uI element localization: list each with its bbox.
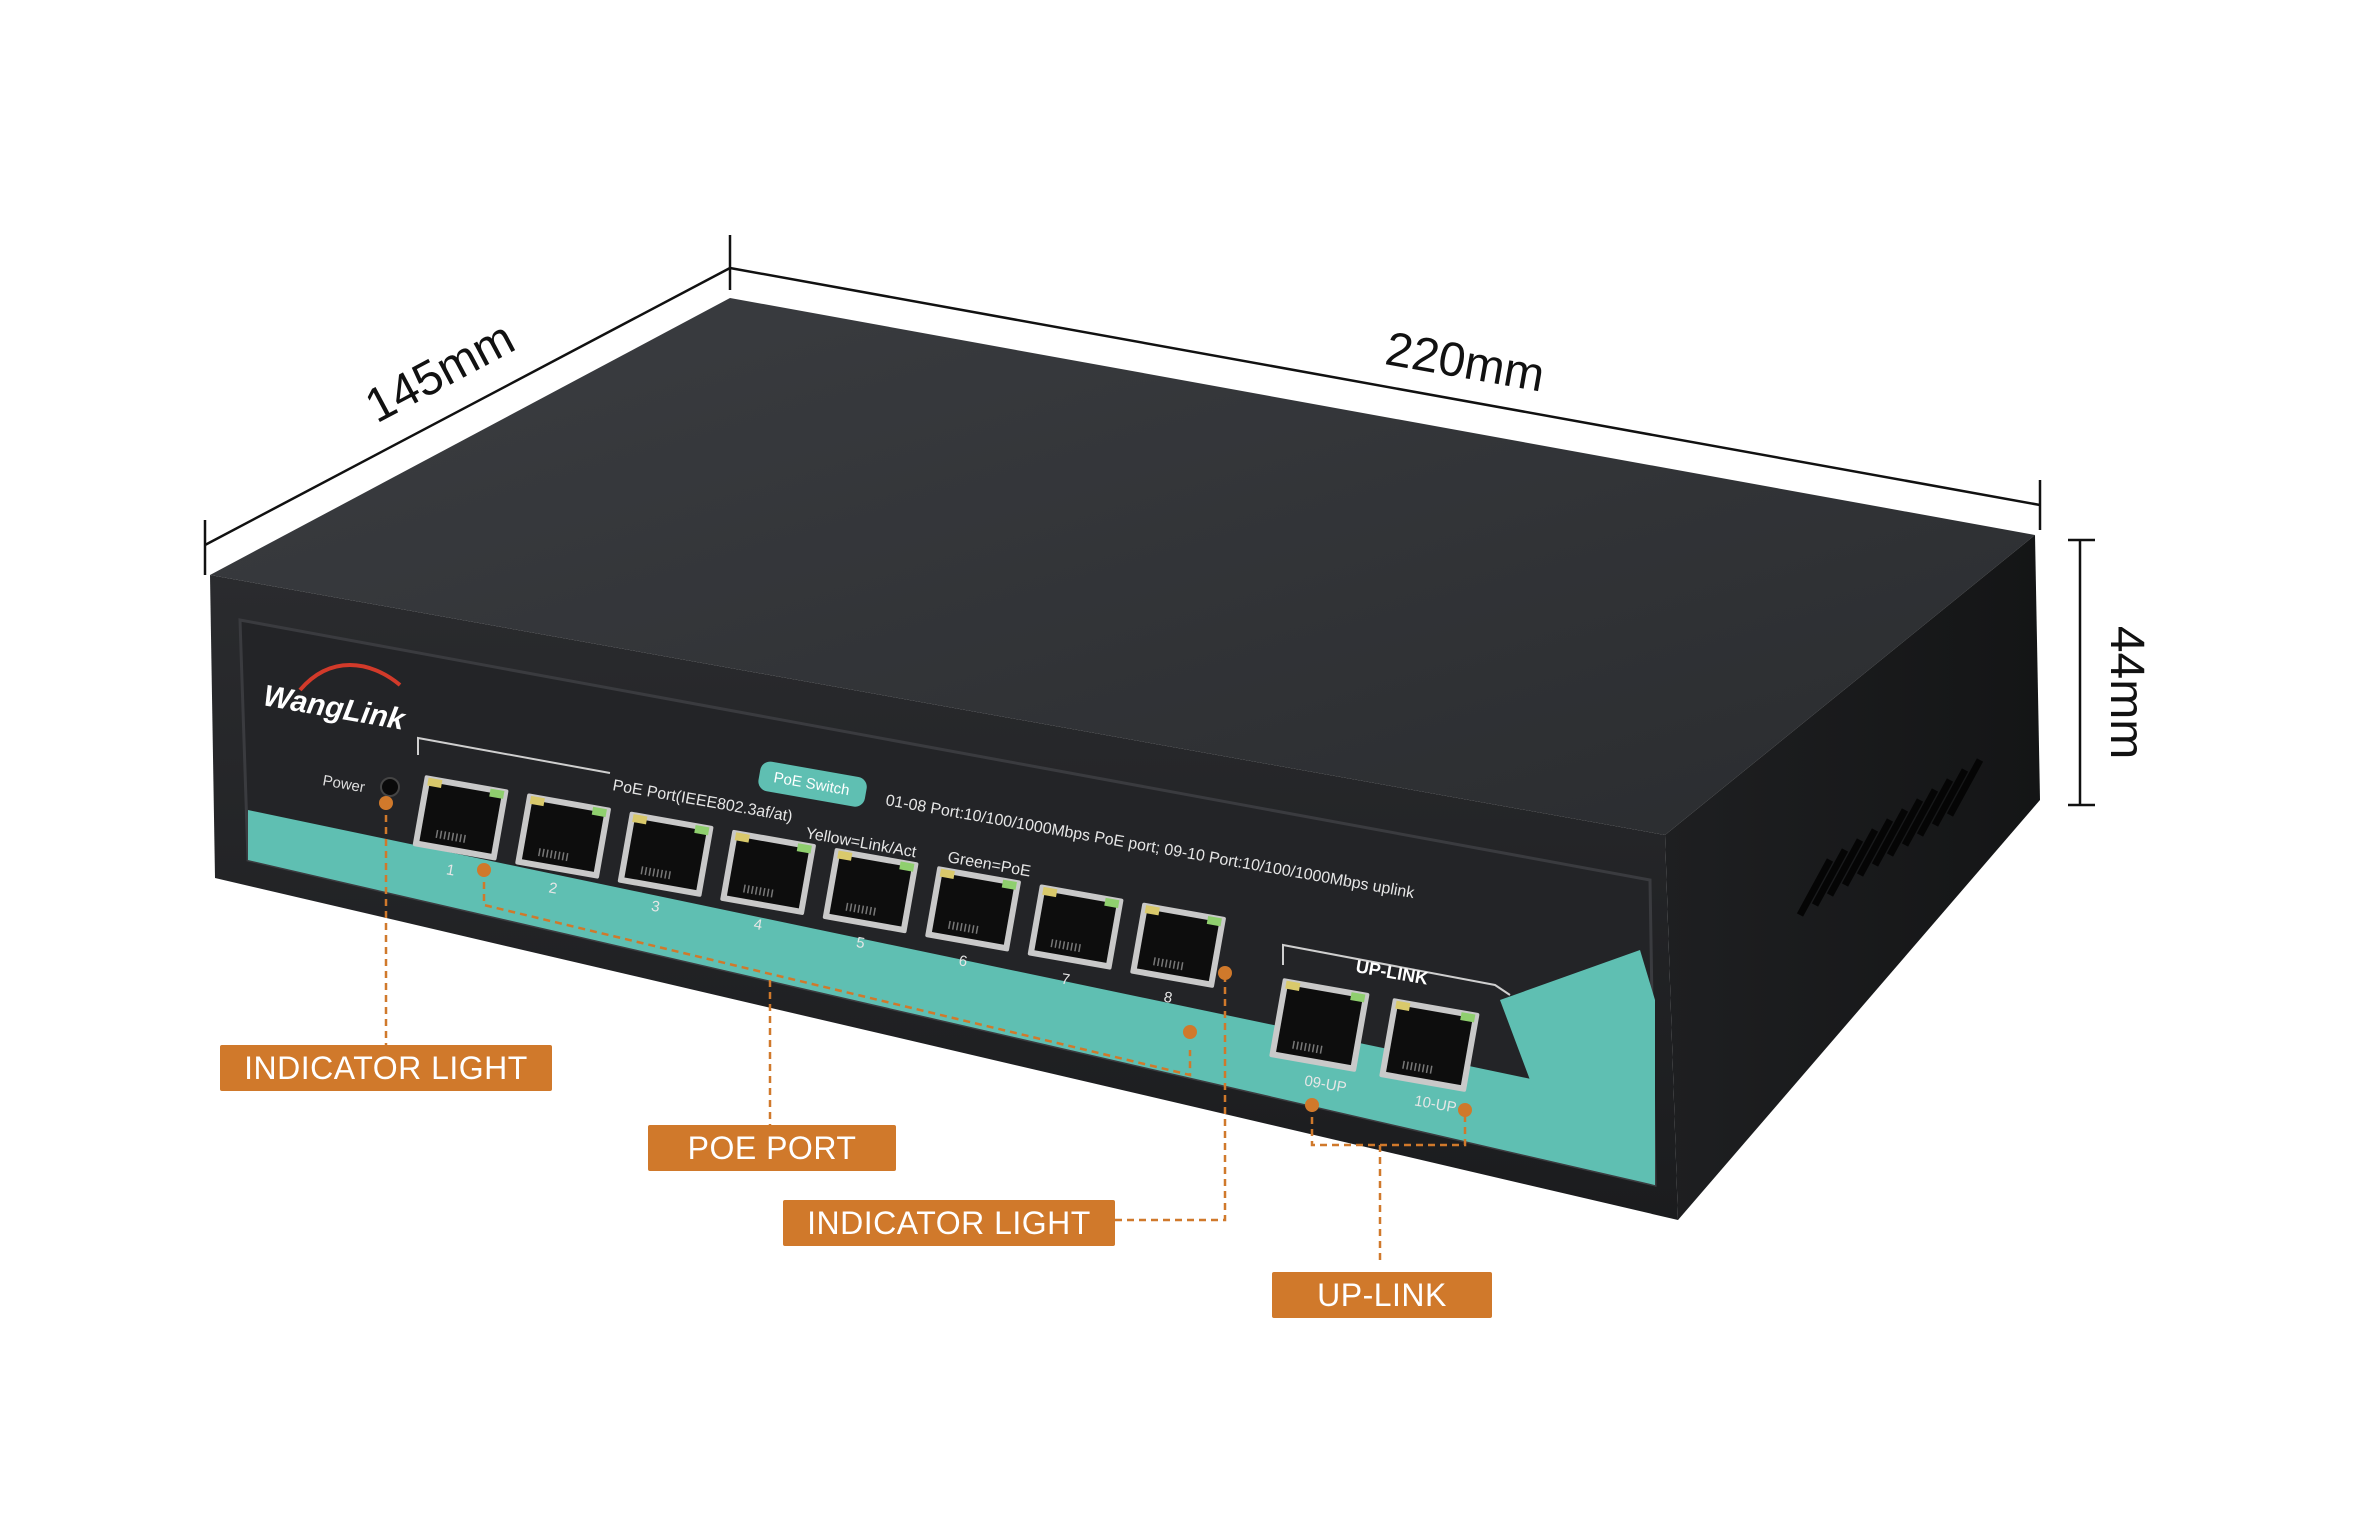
leader-lines xyxy=(384,803,1467,1265)
port-led-yellow xyxy=(1395,1000,1411,1011)
teal-stripe xyxy=(248,810,1655,1185)
port-socket xyxy=(419,781,502,854)
poe-ports: 1 2 3 4 5 6 7 8 xyxy=(412,775,1226,1007)
port-socket xyxy=(726,836,810,909)
port-socket xyxy=(521,800,605,872)
port-number-7: 7 xyxy=(1060,970,1071,988)
switch-top-surface xyxy=(210,298,2035,835)
rj45-port-6: 6 xyxy=(925,866,1021,970)
port-led-green xyxy=(1104,897,1120,909)
port-socket xyxy=(829,854,912,927)
port-led-yellow xyxy=(529,795,545,807)
port-number-5: 5 xyxy=(855,934,866,952)
callout-indicator-light-power: INDICATOR LIGHT xyxy=(220,1045,552,1091)
callout-uplink: UP-LINK xyxy=(1272,1272,1492,1318)
leader-dots xyxy=(379,796,1472,1117)
rj45-port-5: 5 xyxy=(822,848,919,952)
port-number-6: 6 xyxy=(957,952,968,970)
port-led-green xyxy=(1206,916,1222,927)
port-led-green xyxy=(591,806,607,818)
rj45-port-1: 1 xyxy=(412,775,509,879)
port-led-green xyxy=(796,843,812,854)
port-number-3: 3 xyxy=(650,898,661,916)
port-led-green xyxy=(899,861,915,872)
callout-poe-port: POE PORT xyxy=(648,1125,896,1171)
port-led-green xyxy=(1001,879,1017,890)
port-number-1: 1 xyxy=(445,861,456,879)
rj45-port-8: 8 xyxy=(1130,902,1226,1007)
port-led-green xyxy=(1350,992,1366,1003)
poe-group-bracket xyxy=(417,736,611,774)
port-led-green xyxy=(694,825,710,836)
power-led xyxy=(380,777,400,797)
dimension-height: 44mm xyxy=(2100,625,2154,760)
port-led-green xyxy=(489,788,505,799)
port-number-8: 8 xyxy=(1162,989,1173,1007)
port-led-yellow xyxy=(1042,886,1058,898)
port-number-4: 4 xyxy=(752,916,763,934)
port-led-green xyxy=(1460,1012,1476,1023)
port-led-yellow xyxy=(427,777,443,788)
poe-switch-badge-bg xyxy=(758,761,867,807)
port-led-yellow xyxy=(1144,905,1160,916)
rj45-port-4: 4 xyxy=(720,829,816,934)
teal-corner xyxy=(1500,950,1655,1185)
port-led-yellow xyxy=(1285,980,1301,991)
rj45-port-uplink-10: 10-UP xyxy=(1379,998,1480,1117)
port-socket xyxy=(1276,984,1363,1066)
port-number-2: 2 xyxy=(547,879,558,897)
port-led-yellow xyxy=(734,832,750,843)
port-led-yellow xyxy=(632,814,648,825)
dimension-lines xyxy=(203,235,2095,807)
uplink-group-bracket xyxy=(1282,943,1511,996)
rj45-port-3: 3 xyxy=(617,811,714,916)
side-vents xyxy=(1796,758,1984,917)
rj45-port-2: 2 xyxy=(515,793,611,898)
logo-swoosh xyxy=(298,663,402,692)
port-led-yellow xyxy=(939,868,955,879)
port-socket xyxy=(1136,909,1220,982)
port-socket xyxy=(931,872,1015,945)
port-socket xyxy=(1034,891,1117,963)
port-socket xyxy=(624,818,707,891)
callout-indicator-light-port: INDICATOR LIGHT xyxy=(783,1200,1115,1246)
port-led-yellow xyxy=(837,850,853,861)
port-socket xyxy=(1386,1004,1473,1086)
rj45-port-7: 7 xyxy=(1027,884,1124,989)
